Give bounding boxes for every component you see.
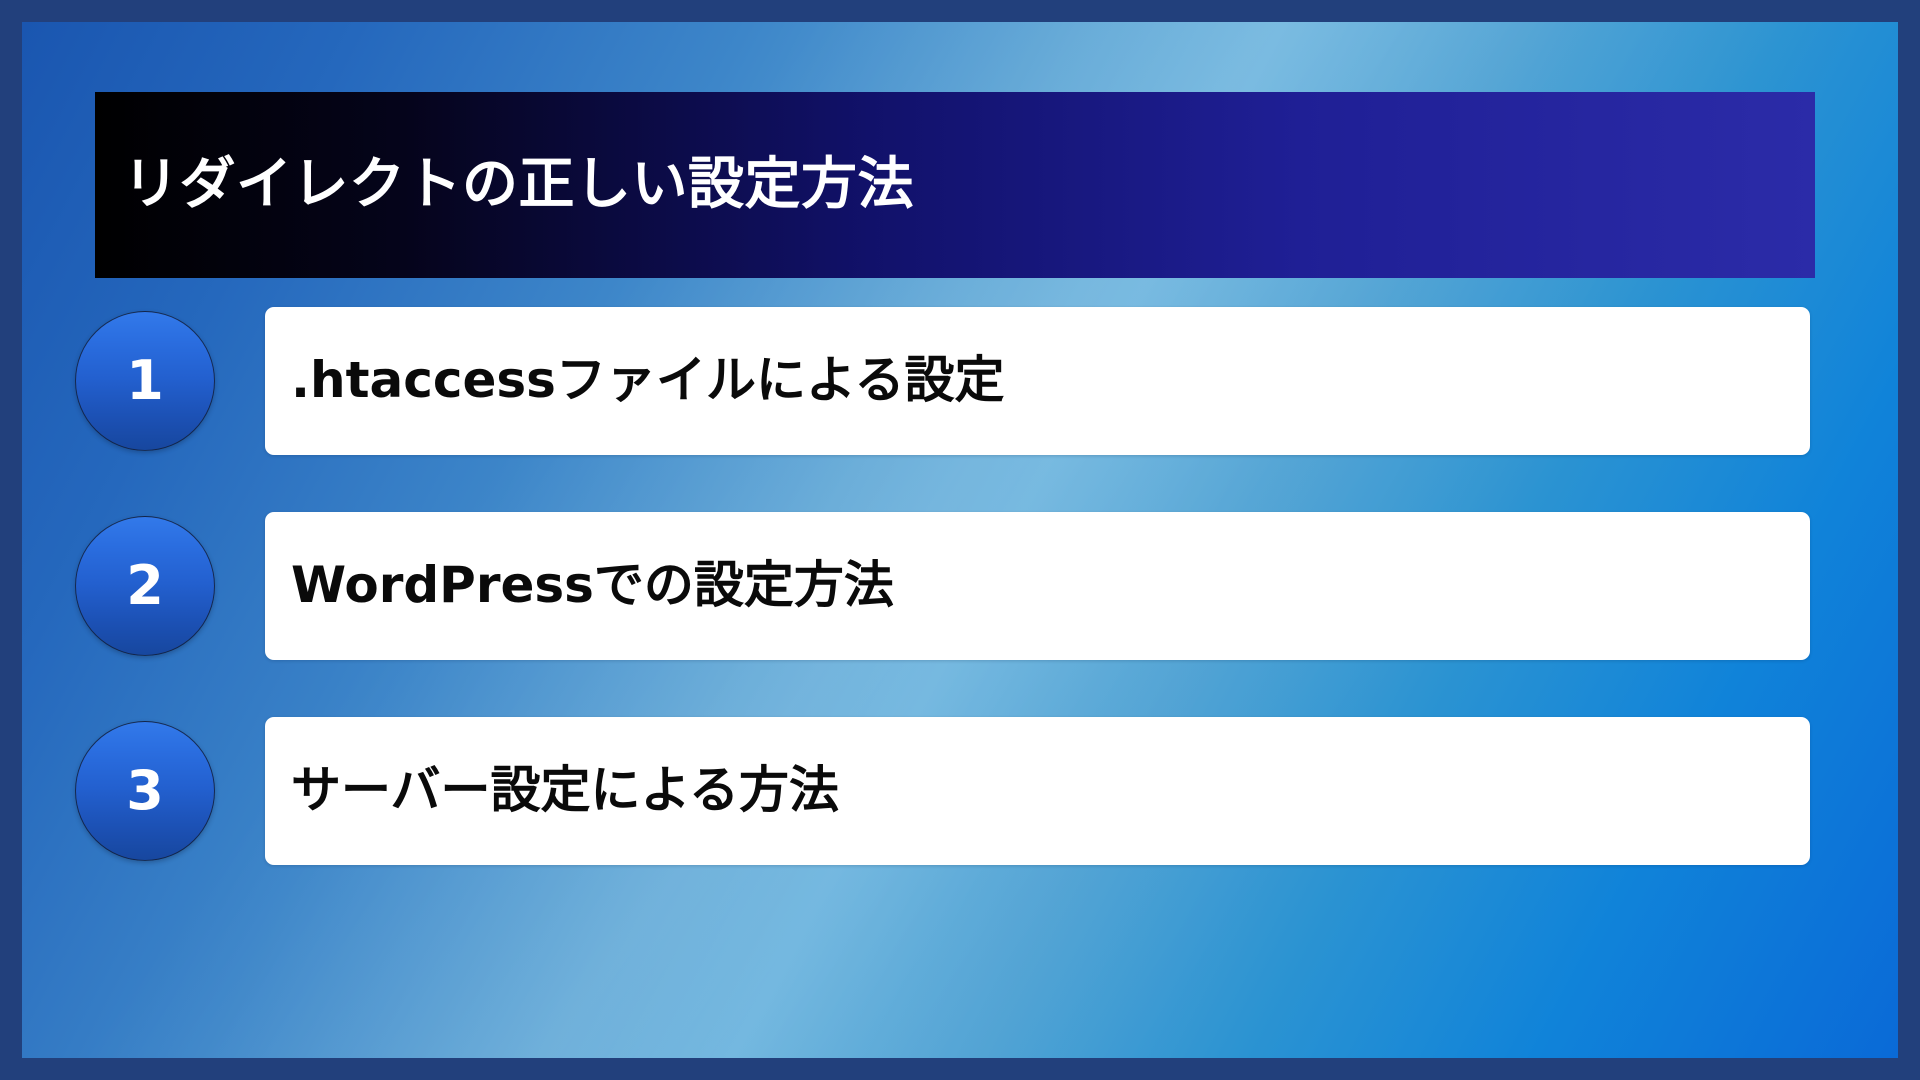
step-card-2[interactable]: WordPressでの設定方法 — [265, 512, 1810, 660]
step-number-label: 1 — [126, 349, 164, 412]
title-banner: リダイレクトの正しい設定方法 — [95, 92, 1815, 278]
list-item[interactable]: 2 WordPressでの設定方法 — [22, 512, 1898, 660]
step-number-badge-1: 1 — [75, 311, 215, 451]
step-number-label: 2 — [126, 554, 164, 617]
step-card-3[interactable]: サーバー設定による方法 — [265, 717, 1810, 865]
step-card-label: WordPressでの設定方法 — [291, 556, 894, 615]
list-item[interactable]: 1 .htaccessファイルによる設定 — [22, 307, 1898, 455]
step-number-badge-3: 3 — [75, 721, 215, 861]
list-item[interactable]: 3 サーバー設定による方法 — [22, 717, 1898, 865]
page-title: リダイレクトの正しい設定方法 — [123, 152, 914, 218]
slide-inner-panel: リダイレクトの正しい設定方法 1 .htaccessファイルによる設定 2 Wo… — [22, 22, 1898, 1058]
step-card-label: サーバー設定による方法 — [291, 761, 839, 820]
step-card-label: .htaccessファイルによる設定 — [291, 351, 1005, 410]
step-number-badge-2: 2 — [75, 516, 215, 656]
step-number-label: 3 — [126, 759, 164, 822]
step-card-1[interactable]: .htaccessファイルによる設定 — [265, 307, 1810, 455]
numbered-list: 1 .htaccessファイルによる設定 2 WordPressでの設定方法 3 — [22, 307, 1898, 922]
